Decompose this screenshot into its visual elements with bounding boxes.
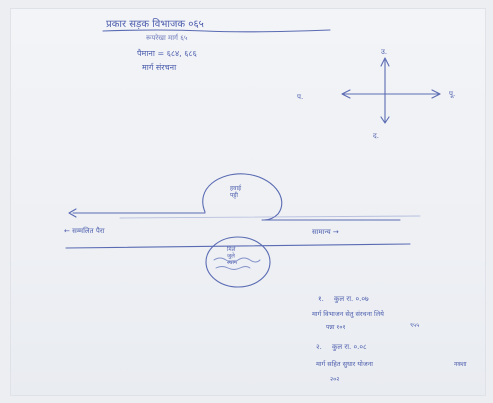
- note-1-number: १.: [318, 295, 324, 303]
- line-1: पैमाना = ६८४, ६८६: [137, 48, 197, 58]
- note-1-line3: पन्ना १०१: [326, 324, 346, 331]
- notes-block: १. कुल रा. ०.०७ मार्ग विभाजन सेतु संरचना…: [312, 295, 467, 383]
- compass-north-label: उ.: [381, 48, 387, 56]
- compass-west-label: प.: [297, 93, 303, 101]
- road-lines: [65, 208, 421, 249]
- bottom-circle-label: मिलेजुलेस्थान: [227, 246, 238, 266]
- note-1-line2: मार्ग विभाजन सेतु संरचना लिये: [312, 310, 384, 318]
- compass-south-label: द.: [373, 132, 379, 140]
- note-2-line1: कुल रा. ०.०८: [332, 343, 367, 351]
- compass-rose: उ. पू. प. द.: [297, 48, 455, 140]
- paper-sheet: [10, 8, 486, 396]
- title-text: प्रकार सड़क विभाजक ०६५: [106, 18, 204, 30]
- right-road-label: सामान्य →: [312, 228, 339, 236]
- left-road-label: ← सम्मलित पैरा: [64, 226, 105, 235]
- note-2-line4: २०२: [330, 376, 339, 383]
- subtitle-text: रूपरेखा मार्ग ६५: [146, 33, 188, 42]
- bottom-circle: मिलेजुलेस्थान: [205, 236, 271, 288]
- note-2-number: २.: [316, 343, 322, 351]
- line-2: मार्ग संरचना: [142, 62, 177, 72]
- note-2-line3: नक्शा: [454, 361, 467, 368]
- note-1-line4: ९५५: [410, 322, 419, 329]
- title-underline: [102, 29, 331, 33]
- note-2-line2: मार्ग सहित सुधार योजना: [316, 360, 373, 368]
- note-1-line1: कुल रा. ०.०७: [334, 295, 369, 303]
- compass-east-label: पू.: [449, 90, 455, 98]
